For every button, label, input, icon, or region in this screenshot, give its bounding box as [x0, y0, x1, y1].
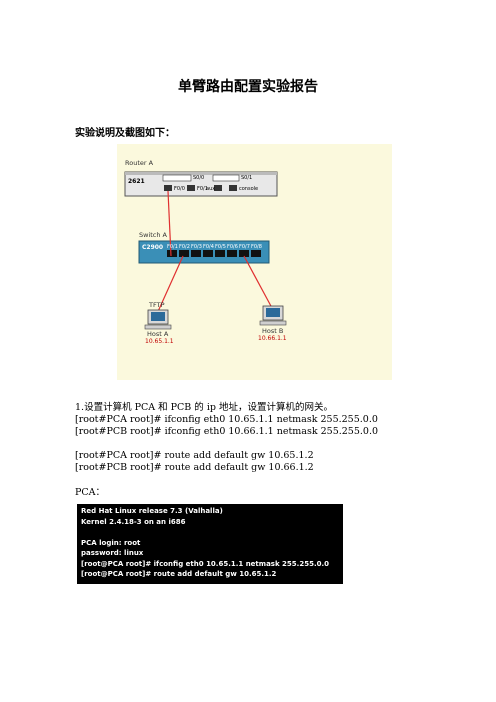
tftp-label: TFTP: [149, 301, 165, 309]
router-port-s01: [212, 174, 240, 182]
pca-label: PCA：: [75, 487, 106, 498]
router-port-console-label: console: [239, 186, 259, 192]
terminal-line: [root@PCA root]# ifconfig eth0 10.65.1.1…: [81, 559, 329, 568]
router-port-aux-label: aux: [206, 186, 216, 192]
pca-terminal-screenshot: Red Hat Linux release 7.3 (Valhalla) Ker…: [77, 504, 343, 584]
switch-port-label-2: F0/2: [179, 244, 190, 250]
host-a-label: Host A: [147, 330, 169, 338]
command-line-3: [root#PCA root]# route add default gw 10…: [75, 450, 314, 461]
router-port-f01-label: F0/1: [197, 186, 208, 192]
router-port-s01-label: S0/1: [241, 175, 253, 181]
router-port-s00: [162, 174, 192, 182]
command-line-2: [root#PCB root]# ifconfig eth0 10.66.1.1…: [75, 426, 379, 437]
router-label: Router A: [125, 159, 154, 167]
router-port-f00-label: F0/0: [174, 186, 185, 192]
terminal-line: password: linux: [81, 549, 144, 557]
step1-text: 1.设置计算机 PCA 和 PCB 的 ip 地址，设置计算机的网关。: [75, 402, 333, 413]
switch-port-label-3: F0/3: [191, 244, 202, 250]
host-a-ip: 10.65.1.1: [145, 338, 174, 345]
router-port-console: [229, 185, 237, 191]
switch-port-label-1: F0/1: [167, 244, 178, 250]
switch-model: C2900: [142, 244, 164, 251]
host-b-computer: [259, 305, 287, 326]
router-port-f00: [164, 185, 172, 191]
router-port-s00-label: S0/0: [193, 175, 205, 181]
terminal-line: [root@PCA root]# route add default gw 10…: [81, 570, 277, 578]
link-router-switch: [167, 190, 172, 257]
network-diagram: Router A 2621 S0/0 S0/1 F0/0 F0/1 aux co…: [117, 144, 392, 380]
router-model: 2621: [128, 178, 145, 185]
router-body: [124, 171, 278, 197]
link-switch-hostb: [243, 255, 273, 309]
intro-heading: 实验说明及截图如下：: [75, 128, 175, 139]
host-a-computer: [144, 309, 172, 330]
switch-port-label-5: F0/5: [215, 244, 226, 250]
switch-port-label-8: F0/8: [251, 244, 262, 250]
command-line-1: [root#PCA root]# ifconfig eth0 10.65.1.1…: [75, 414, 378, 425]
terminal-line: Red Hat Linux release 7.3 (Valhalla): [81, 507, 223, 515]
switch-port-label-7: F0/7: [239, 244, 250, 250]
terminal-line: [81, 527, 339, 538]
router-top-strip: [125, 172, 277, 175]
router-port-f01: [187, 185, 195, 191]
switch-ports: [167, 250, 261, 257]
router-port-aux: [214, 185, 222, 191]
host-b-label: Host B: [262, 327, 284, 335]
page-title: 单臂路由配置实验报告: [178, 79, 318, 95]
switch-label: Switch A: [139, 231, 168, 239]
command-line-4: [root#PCB root]# route add default gw 10…: [75, 462, 314, 473]
terminal-line: Kernel 2.4.18-3 on an i686: [81, 517, 186, 526]
link-switch-hosta: [155, 255, 184, 317]
topology-svg: [124, 171, 287, 330]
host-b-ip: 10.66.1.1: [258, 335, 287, 342]
switch-port-label-6: F0/6: [227, 244, 238, 250]
switch-port-label-4: F0/4: [203, 244, 214, 250]
terminal-line: PCA login: root: [81, 538, 141, 547]
